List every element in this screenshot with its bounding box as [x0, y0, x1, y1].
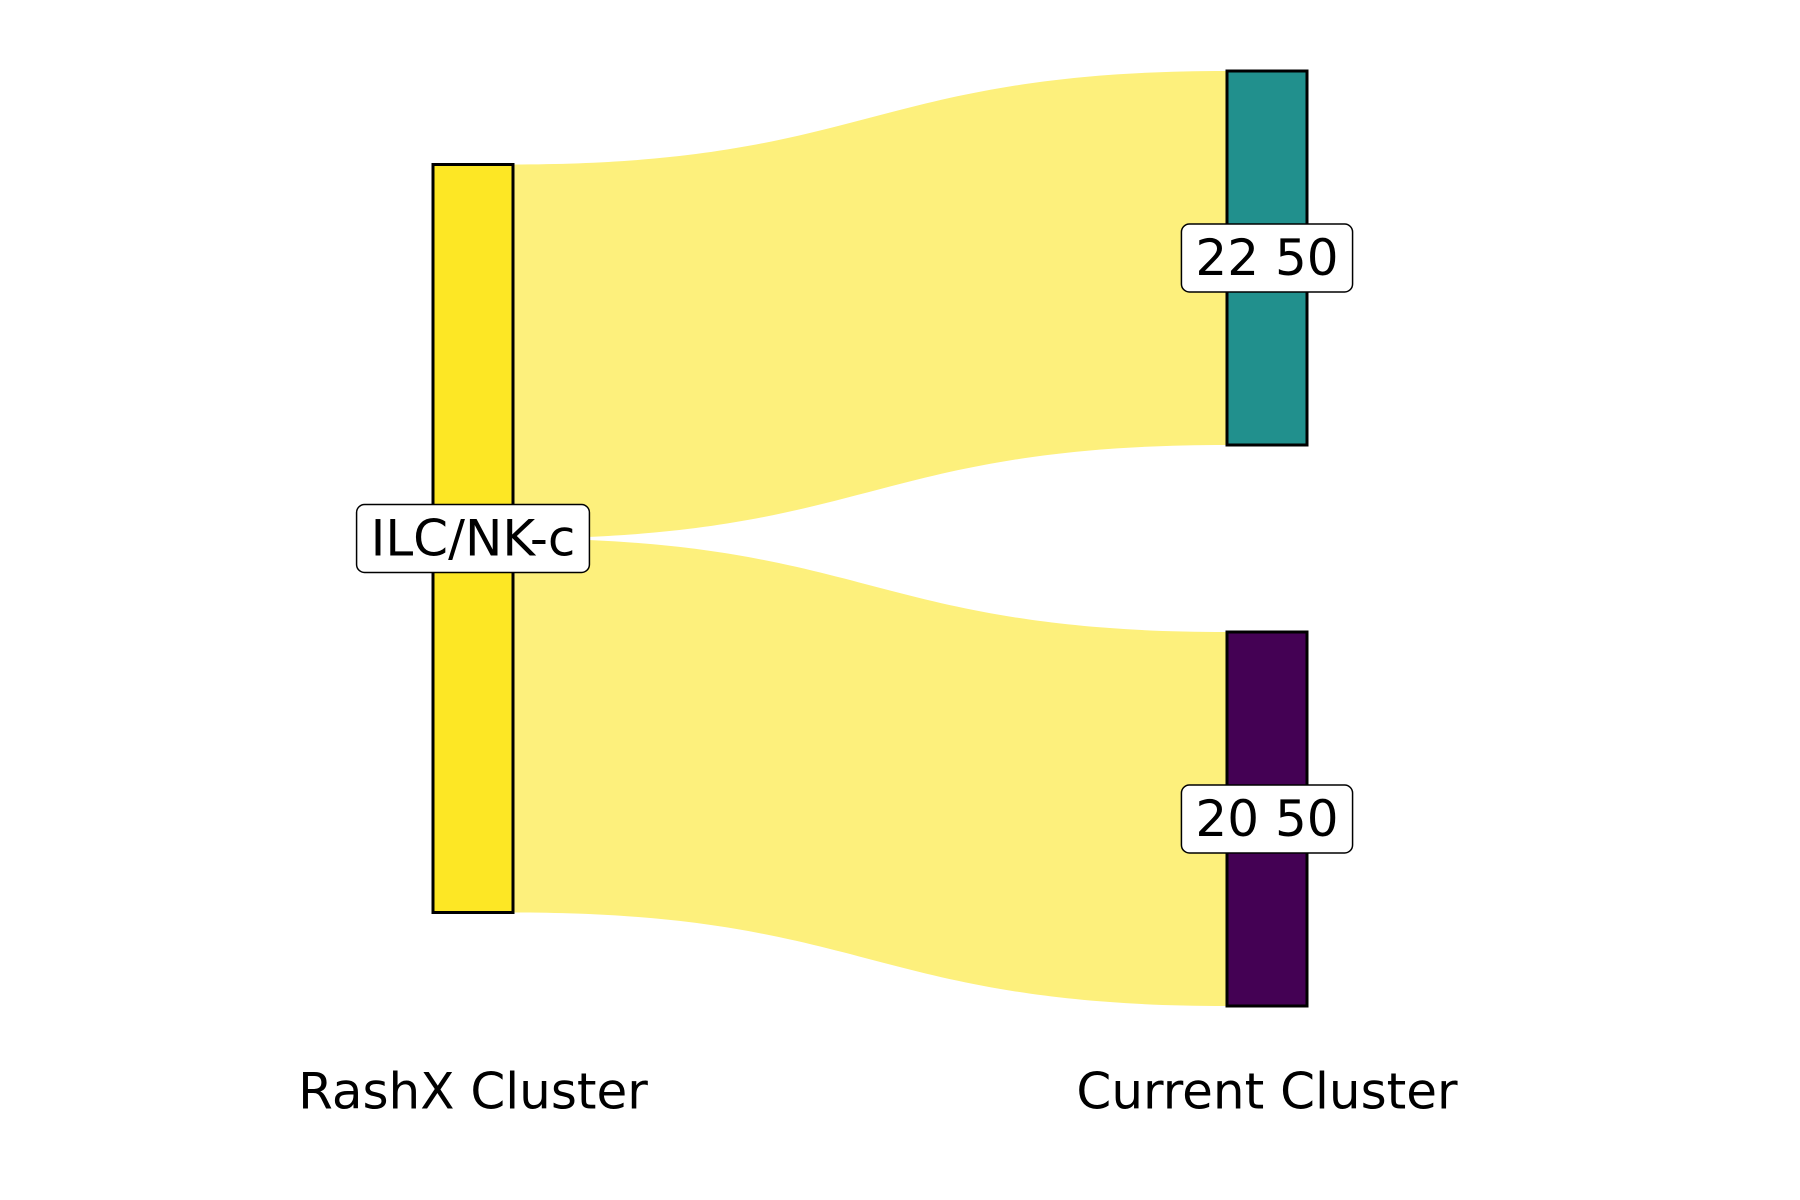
labels-layer: ILC/NK-c 22 50 20 50 — [355, 223, 1354, 854]
node-label-box-ilc — [355, 503, 591, 574]
node-label-c2250: 22 50 — [1195, 229, 1338, 287]
flows-layer — [513, 71, 1227, 1006]
column-label-1: Current Cluster — [1076, 1063, 1458, 1121]
flow-ilc-to-c2050 — [513, 538, 1227, 1006]
column-labels-layer: RashX Cluster Current Cluster — [298, 1063, 1458, 1121]
node-label-c2050: 20 50 — [1195, 790, 1338, 848]
flow-ilc-to-c2250 — [513, 71, 1227, 539]
node-label-ilc: ILC/NK-c — [371, 510, 576, 568]
column-label-0: RashX Cluster — [298, 1063, 648, 1121]
node-label-box-c2250 — [1180, 223, 1354, 293]
node-label-box-c2050 — [1180, 784, 1354, 854]
